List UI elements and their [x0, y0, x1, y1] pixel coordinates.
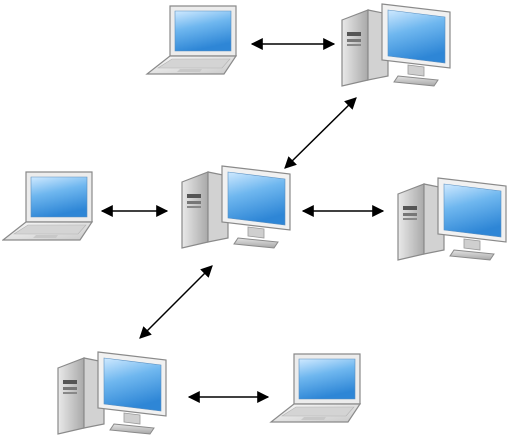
desktop-computer-icon — [341, 3, 451, 87]
laptop-icon — [145, 5, 238, 75]
laptop-icon — [2, 171, 94, 241]
laptop-icon — [269, 353, 362, 423]
desktop-right — [397, 177, 507, 261]
desktop-top-right — [341, 3, 451, 87]
desktop-center — [181, 165, 291, 249]
desktop-computer-icon — [57, 351, 167, 435]
link-desktop-center-to-desktop-bottom-left — [139, 265, 213, 339]
laptop-top — [145, 5, 238, 75]
desktop-computer-icon — [181, 165, 291, 249]
link-desktop-top-right-to-desktop-center — [284, 97, 357, 169]
laptop-left — [2, 171, 94, 241]
desktop-bottom-left — [57, 351, 167, 435]
laptop-bottom-right — [269, 353, 362, 423]
desktop-computer-icon — [397, 177, 507, 261]
